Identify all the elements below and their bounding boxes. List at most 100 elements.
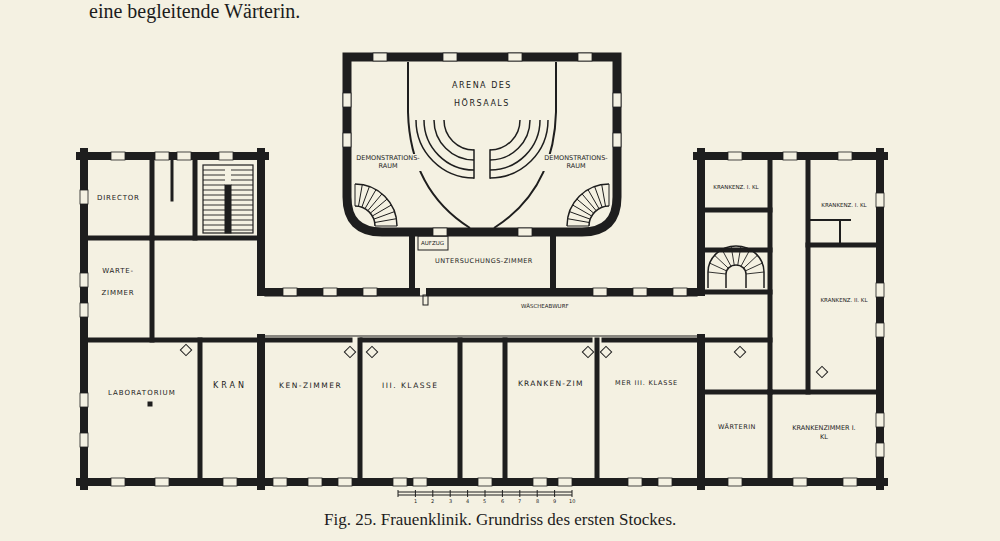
stair-tread	[231, 210, 253, 211]
scale-number: 9	[552, 499, 557, 505]
wall	[80, 152, 88, 486]
stair-tread	[365, 190, 376, 209]
stair-core	[225, 185, 231, 233]
stair-tread	[738, 246, 741, 265]
wall	[701, 390, 770, 395]
wall	[430, 288, 701, 296]
window	[633, 288, 647, 296]
window	[613, 93, 621, 107]
stair-tread	[231, 225, 253, 226]
stair-tread	[203, 190, 225, 191]
window	[876, 443, 884, 457]
window	[373, 53, 387, 61]
wall	[701, 290, 770, 295]
room-label: KRANKEN-ZIM	[517, 380, 585, 389]
window	[343, 93, 351, 107]
wall	[701, 338, 770, 343]
arena-tier	[490, 120, 520, 150]
room-label: KRANKENZIMMER I. KL	[790, 424, 858, 442]
stair-tread	[203, 185, 225, 186]
wall	[697, 338, 705, 486]
window	[843, 478, 857, 486]
wall	[604, 338, 701, 343]
wall	[458, 340, 463, 482]
room-label: MER III. KLASSE	[614, 380, 679, 387]
room-label: KRANKENZ. I. KL	[710, 183, 762, 192]
stair	[589, 206, 609, 226]
window	[558, 478, 572, 486]
wall	[768, 156, 773, 392]
window	[443, 53, 457, 61]
scale-number: 7	[517, 499, 522, 505]
window	[613, 133, 621, 147]
arena-tier	[416, 120, 474, 178]
arena-tier	[424, 120, 474, 170]
door-fixture	[600, 346, 611, 357]
wall	[84, 236, 152, 241]
room-label: KEN-ZIMMER	[278, 382, 343, 391]
stair-tread	[355, 184, 356, 206]
window	[793, 478, 807, 486]
lecture-hall-wall	[347, 57, 617, 232]
scale-tick	[450, 490, 451, 497]
scale-number: 1	[413, 499, 418, 505]
room-label: KRANKENZ. II. KL	[818, 296, 870, 305]
room-label: DIRECTOR	[96, 194, 141, 202]
scale-tick	[467, 490, 468, 497]
room-label: III. KLASSE	[381, 382, 440, 391]
wall	[808, 243, 880, 248]
scale-number: 10	[568, 499, 576, 505]
stair-tread	[741, 249, 750, 266]
room-label: ARENA DES HÖRSAALS	[450, 77, 514, 113]
room-label: WÄSCHEABWURF	[520, 303, 570, 309]
wall	[358, 340, 363, 482]
stair-tread	[231, 205, 253, 206]
wall	[768, 392, 773, 482]
window	[80, 393, 88, 407]
door-fixture	[816, 366, 827, 377]
window	[155, 152, 169, 160]
stair-tread	[203, 180, 225, 181]
window	[518, 228, 532, 236]
wall	[595, 340, 600, 482]
room-label: WARTE- ZIMMER	[95, 260, 141, 304]
stair-tread	[609, 184, 610, 206]
wall	[808, 219, 850, 221]
window	[838, 152, 852, 160]
stair-tread	[203, 215, 225, 216]
scale-number: 8	[535, 499, 540, 505]
scale-tick	[572, 490, 573, 497]
stair-tread	[203, 195, 225, 196]
lift-shaft	[418, 236, 448, 250]
room-label: DEMONSTRATIONS- RAUM	[542, 154, 610, 171]
arena-tier	[490, 120, 540, 170]
scale-tick	[485, 490, 486, 497]
scale-tick	[554, 490, 555, 497]
arena-tier	[444, 120, 474, 150]
stair-tread	[582, 194, 596, 211]
stair-tread	[203, 225, 225, 226]
wall	[503, 340, 508, 482]
window	[876, 283, 884, 297]
window	[728, 152, 742, 160]
wall	[839, 220, 841, 245]
wall	[152, 236, 258, 241]
stair-tread	[231, 185, 253, 186]
chute	[423, 295, 428, 305]
stair-tread	[588, 190, 599, 209]
arena-tier	[490, 120, 530, 160]
wall	[770, 390, 880, 395]
corridor-line	[265, 295, 697, 296]
window	[478, 478, 492, 486]
window	[393, 478, 407, 486]
window	[80, 433, 88, 447]
wall	[701, 208, 770, 213]
arena-tier	[489, 150, 491, 178]
stair-tread	[746, 272, 764, 274]
window	[728, 478, 742, 486]
stair-tread	[372, 205, 391, 216]
stair-tread	[570, 212, 591, 220]
scale-number: 3	[448, 499, 453, 505]
wall	[409, 232, 415, 292]
window	[433, 228, 447, 236]
